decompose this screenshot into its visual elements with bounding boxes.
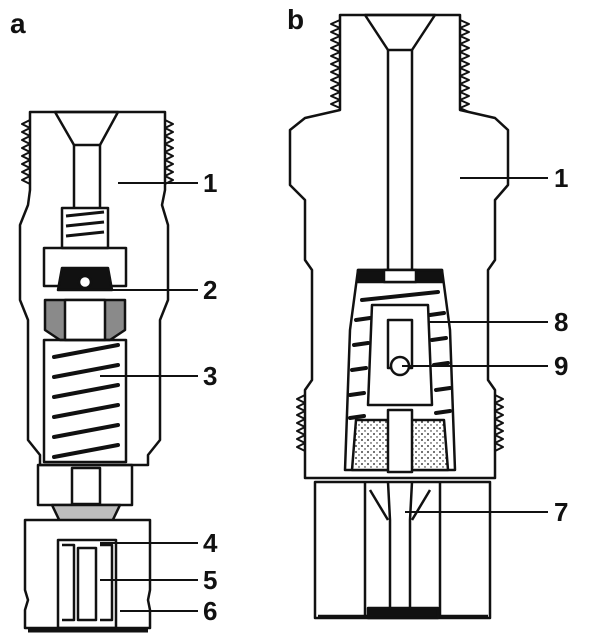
- panel-a-leaders: [95, 182, 198, 612]
- callout-a-6: 6: [203, 596, 218, 626]
- callout-a-3: 3: [203, 361, 218, 391]
- callout-b-9: 9: [554, 351, 569, 381]
- callout-a-4: 4: [203, 528, 218, 558]
- callout-a-1: 1: [203, 168, 218, 198]
- panel-b-body: [288, 13, 510, 480]
- panel-b-thread-left: [330, 19, 341, 109]
- panel-b-top-seal-gap: [382, 268, 418, 284]
- callout-b-7: 7: [554, 497, 569, 527]
- callout-b-1: 1: [554, 163, 569, 193]
- panel-a-lower-stem: [70, 466, 102, 506]
- callout-b-8: 8: [554, 307, 569, 337]
- panel-a-inlet-bore: [72, 145, 102, 208]
- panel-a-upper-spring: [65, 210, 105, 238]
- panel-a-label: a: [10, 8, 26, 39]
- panel-b-leaders: [402, 177, 548, 513]
- panel-a-spring-housing: [42, 338, 128, 464]
- panel-a-needle: [76, 546, 98, 622]
- panel-a-drawing: [18, 110, 198, 633]
- panel-b-label: b: [287, 4, 305, 35]
- panel-a-thread-right: [164, 119, 174, 185]
- panel-b-thread-right: [459, 19, 470, 113]
- panel-b-valve-housing: [366, 303, 434, 407]
- panel-a-thread-left: [21, 119, 31, 185]
- panel-a-block-bore: [63, 298, 107, 342]
- panel-b-needle-tip: [368, 489, 432, 521]
- panel-a-valve-ball: [77, 274, 93, 290]
- panel-a-main-spring: [52, 343, 120, 459]
- panel-b-lower-thread-right: [494, 394, 504, 452]
- panel-b-nozzle-nut: [313, 480, 492, 620]
- panel-a-nozzle-passages: [62, 543, 114, 622]
- panel-b-spring: [348, 290, 452, 420]
- panel-a-lower-connector: [36, 463, 134, 507]
- panel-a-nozzle-nut: [23, 518, 152, 630]
- callout-a-2: 2: [203, 275, 218, 305]
- panel-b-lower-thread-left: [296, 394, 306, 452]
- panel-b-drawing: [288, 13, 548, 620]
- panel-b-inlet-bore: [386, 50, 414, 270]
- callout-a-5: 5: [203, 565, 218, 595]
- panel-b-base-seal: [366, 606, 440, 620]
- panel-b-seat-bore: [386, 408, 414, 474]
- panel-b-needle: [386, 481, 414, 610]
- panel-b-nozzle-core: [363, 482, 442, 618]
